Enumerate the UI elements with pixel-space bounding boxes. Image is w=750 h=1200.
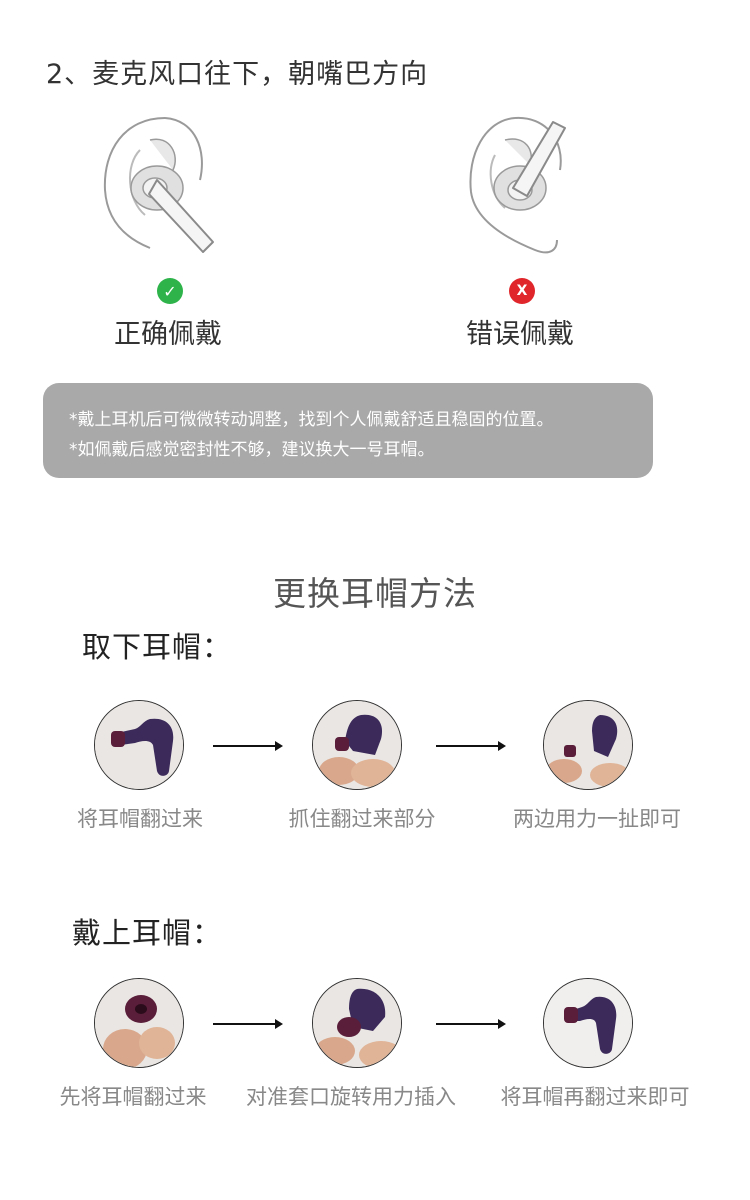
tip-seal: *如佩戴后感觉密封性不够，建议换大一号耳帽。 [69,440,435,460]
remove-step-1-photo [94,700,184,790]
cross-icon: X [509,278,535,304]
arrow-icon [213,741,283,751]
remove-eartip-title: 取下耳帽： [82,630,233,664]
install-step-3-photo [543,978,633,1068]
install-eartip-title: 戴上耳帽： [72,916,223,950]
correct-wearing-label: 正确佩戴 [114,319,222,350]
arrow-icon [213,1019,283,1029]
install-step-1-photo [94,978,184,1068]
install-step-3-caption: 将耳帽再翻过来即可 [500,1085,690,1109]
tips-box: *戴上耳机后可微微转动调整，找到个人佩戴舒适且稳固的位置。 *如佩戴后感觉密封性… [43,383,653,478]
check-icon: ✓ [157,278,183,304]
remove-step-2-caption: 抓住翻过来部分 [288,807,436,831]
tip-adjust: *戴上耳机后可微微转动调整，找到个人佩戴舒适且稳固的位置。 [69,410,554,430]
remove-step-1-caption: 将耳帽翻过来 [77,807,203,831]
wrong-wearing-label: 错误佩戴 [466,319,574,350]
section-title: 更换耳帽方法 [273,574,477,613]
arrow-icon [436,1019,506,1029]
remove-step-3-photo [543,700,633,790]
install-step-2-caption: 对准套口旋转用力插入 [246,1085,456,1109]
install-step-1-caption: 先将耳帽翻过来 [59,1085,207,1109]
arrow-icon [436,741,506,751]
install-step-2-photo [312,978,402,1068]
wrong-wearing-illustration [469,116,566,254]
remove-step-3-caption: 两边用力一扯即可 [513,807,681,831]
correct-wearing-illustration [103,117,214,253]
step-title: 2、麦克风口往下，朝嘴巴方向 [46,59,429,90]
remove-step-2-photo [312,700,402,790]
